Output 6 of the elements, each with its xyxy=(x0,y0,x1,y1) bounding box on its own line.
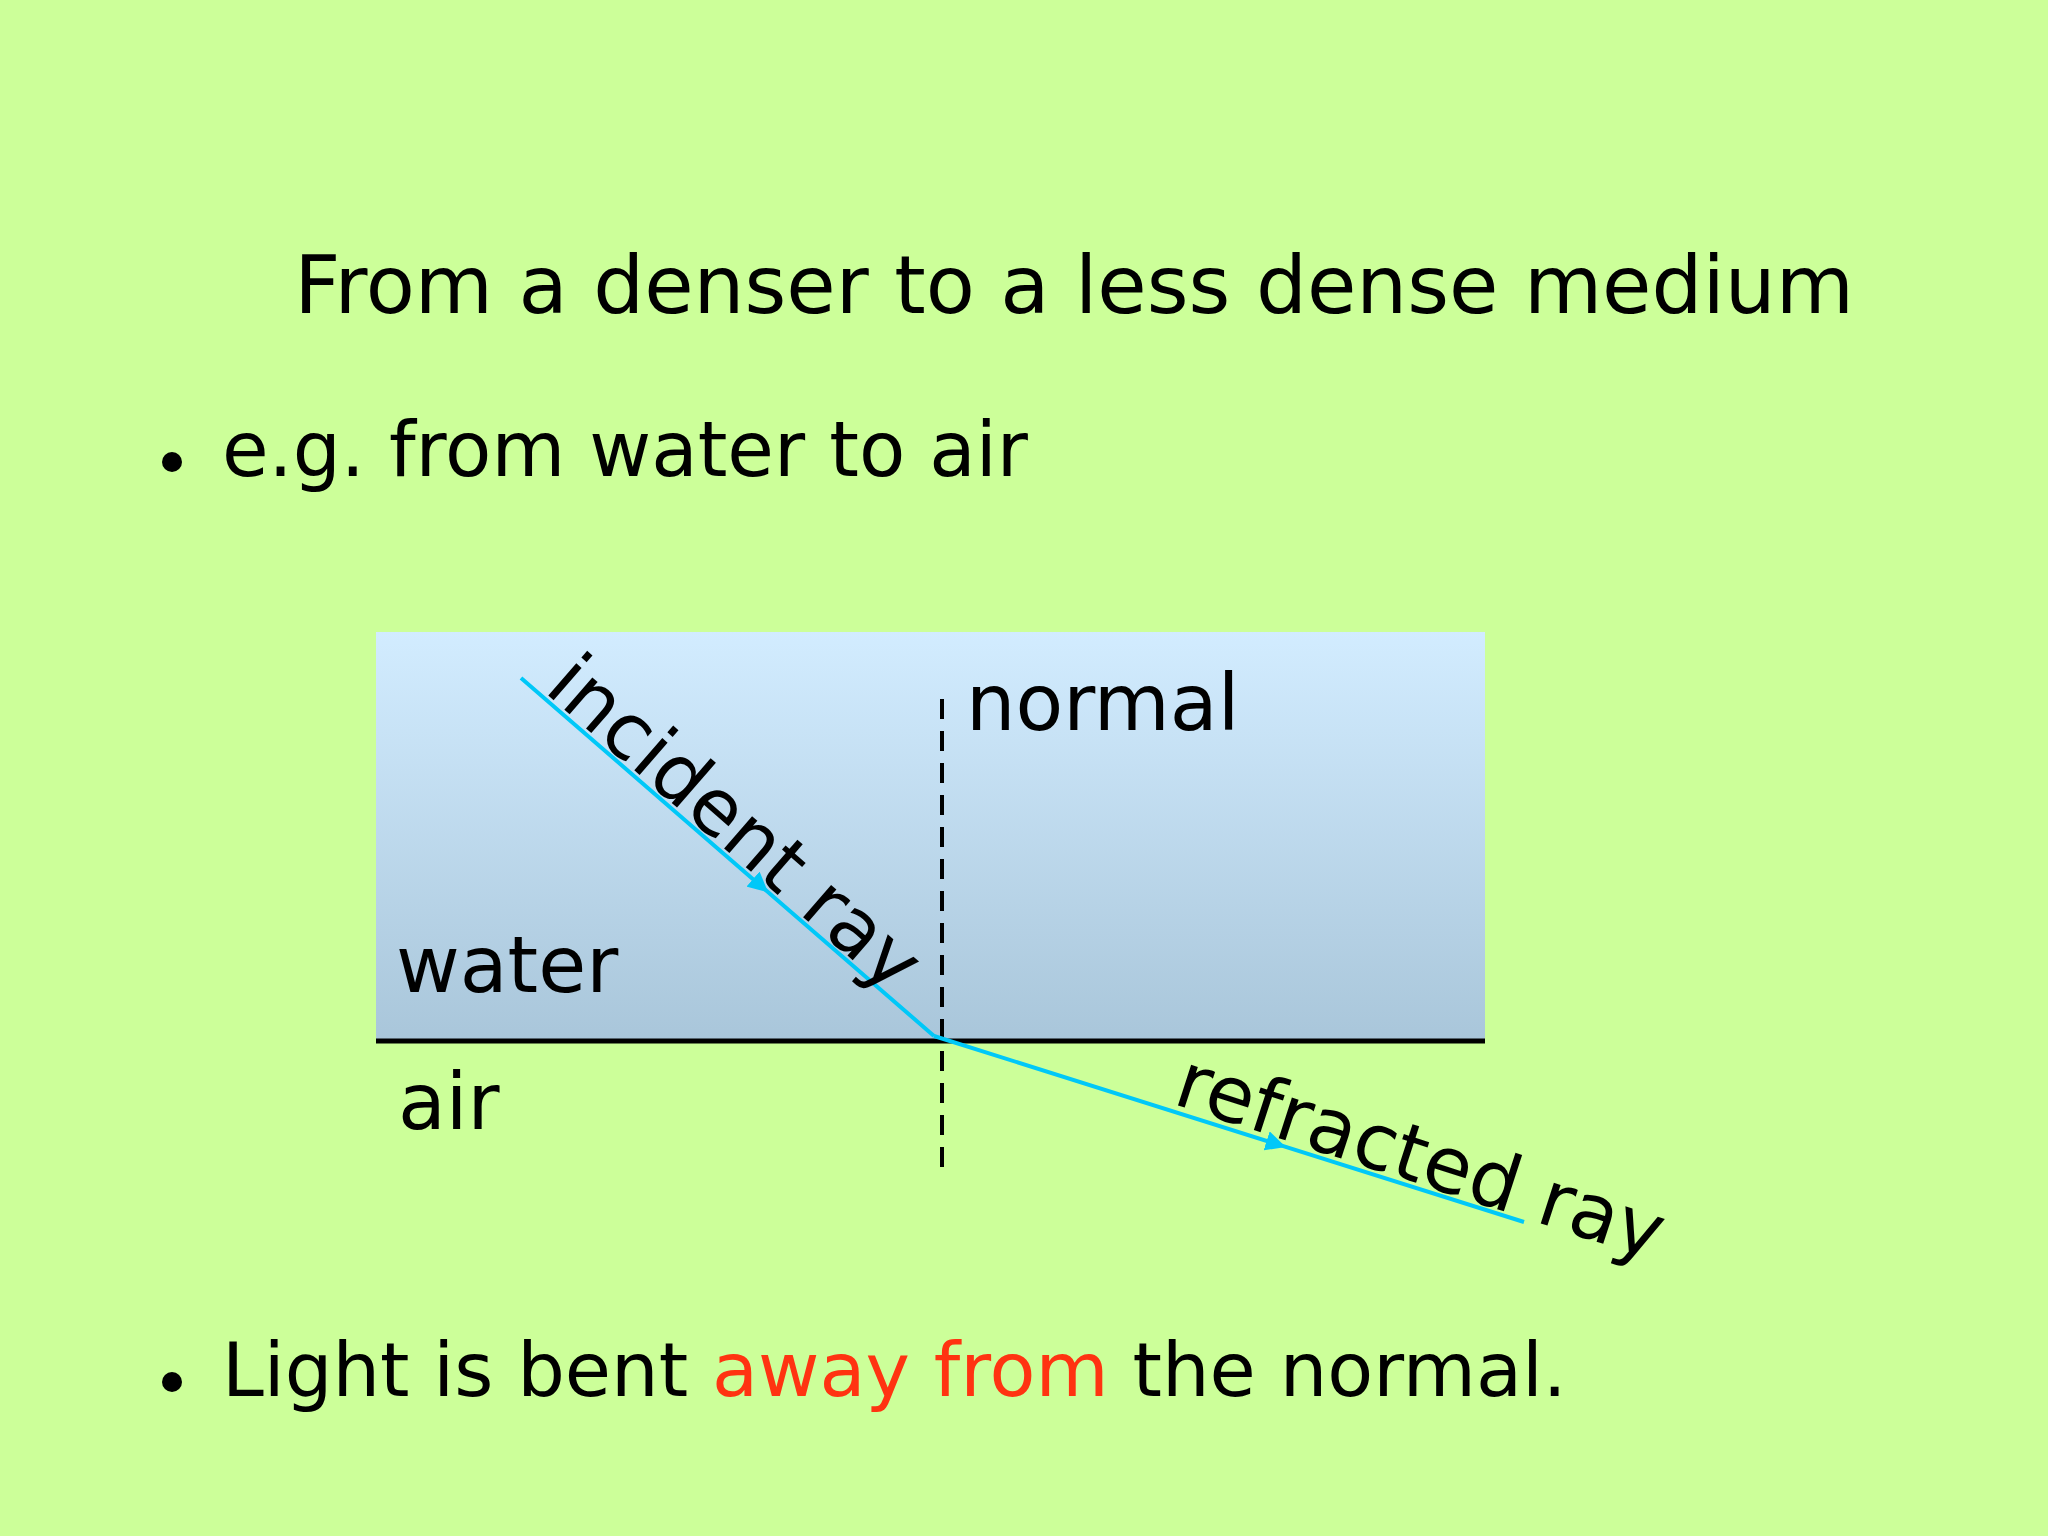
bullet-text: Light is bent away from the normal. xyxy=(222,1327,1567,1414)
bullet-text: e.g. from water to air xyxy=(222,407,1028,495)
title: From a denser to a less dense medium xyxy=(294,239,1854,332)
medium-label: air xyxy=(398,1057,500,1148)
normal-label: normal xyxy=(966,658,1240,749)
medium-label: water xyxy=(396,920,619,1011)
